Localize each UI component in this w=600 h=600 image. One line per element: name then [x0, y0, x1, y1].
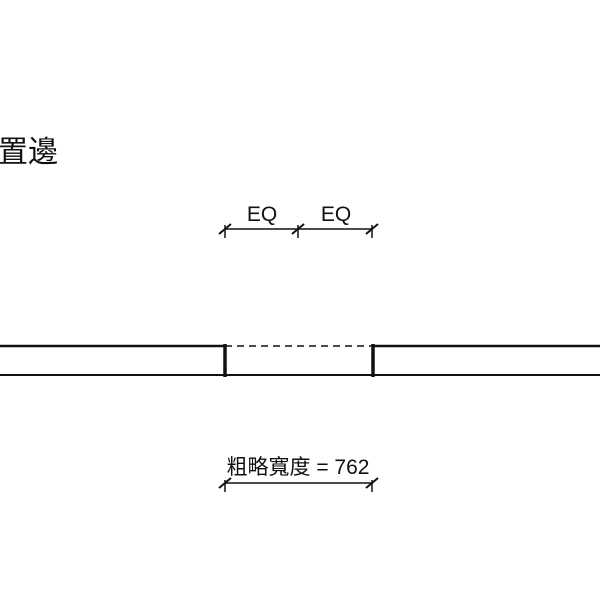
eq-label-left: EQ: [247, 203, 277, 226]
wall: [0, 344, 600, 377]
dimension-slash: [291, 223, 305, 235]
rough-width-label: 粗略寬度 = 762: [227, 456, 370, 479]
drawing-title: 置邊: [0, 136, 58, 169]
rough-width-dimension: [218, 477, 379, 492]
dimension-slash: [365, 223, 379, 235]
eq-dimension: [218, 223, 379, 238]
dimension-slash: [365, 477, 379, 489]
eq-label-right: EQ: [321, 203, 351, 226]
dimension-slash: [218, 223, 232, 235]
dimension-slash: [218, 477, 232, 489]
